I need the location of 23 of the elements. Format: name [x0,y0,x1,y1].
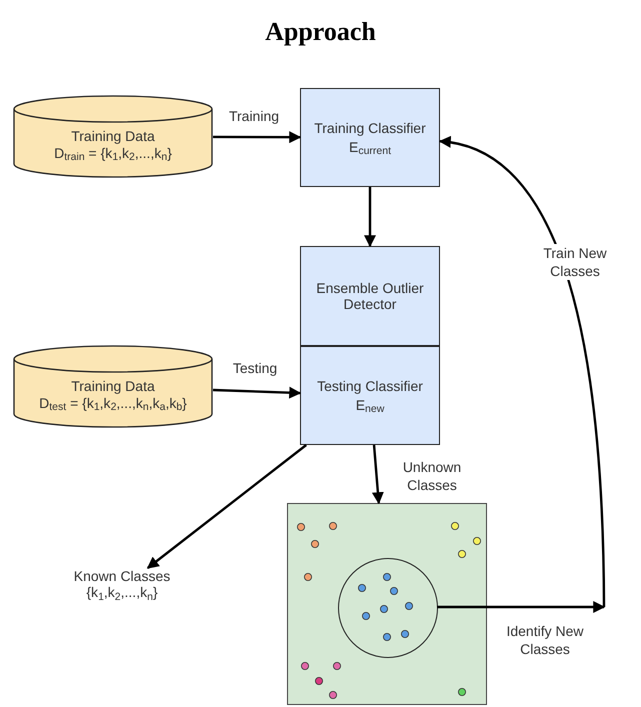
arrow [146,444,307,569]
arrow [437,601,606,613]
node-subtitle: D$_{train}$ = {k$_{1}$,k$_{2}$,...,k$_{n}$} [54,144,172,161]
node-title: Training Classifier [314,120,426,136]
node-subtitle: D$_{test}$ = {k$_{1}$,k$_{2}$,...,k$_{n}$,k$_{a}$,k$_{b}$} [39,394,187,411]
arrow [212,386,302,399]
node-subtitle: {k$_{1}$,k$_{2}$,...,k$_{n}$} [86,584,158,600]
arrow [372,444,384,504]
node-title: Training Data [71,128,155,144]
node-subtitle: E$_{new}$ [356,396,384,413]
node-title: Known Classes [74,568,170,584]
process-box [300,88,440,187]
node-title: Testing Classifier [317,378,423,394]
arrow [213,131,302,144]
arrow [364,187,376,248]
process-box [300,346,440,445]
scatter-plot-panel [287,503,487,705]
node-subtitle: E$_{current}$ [348,138,392,155]
node-title: Training Data [71,378,155,394]
diagram-title: Approach [265,16,376,48]
node-title: Ensemble Outlier Detector [315,280,425,312]
process-box [300,246,440,346]
arrow [438,137,606,608]
